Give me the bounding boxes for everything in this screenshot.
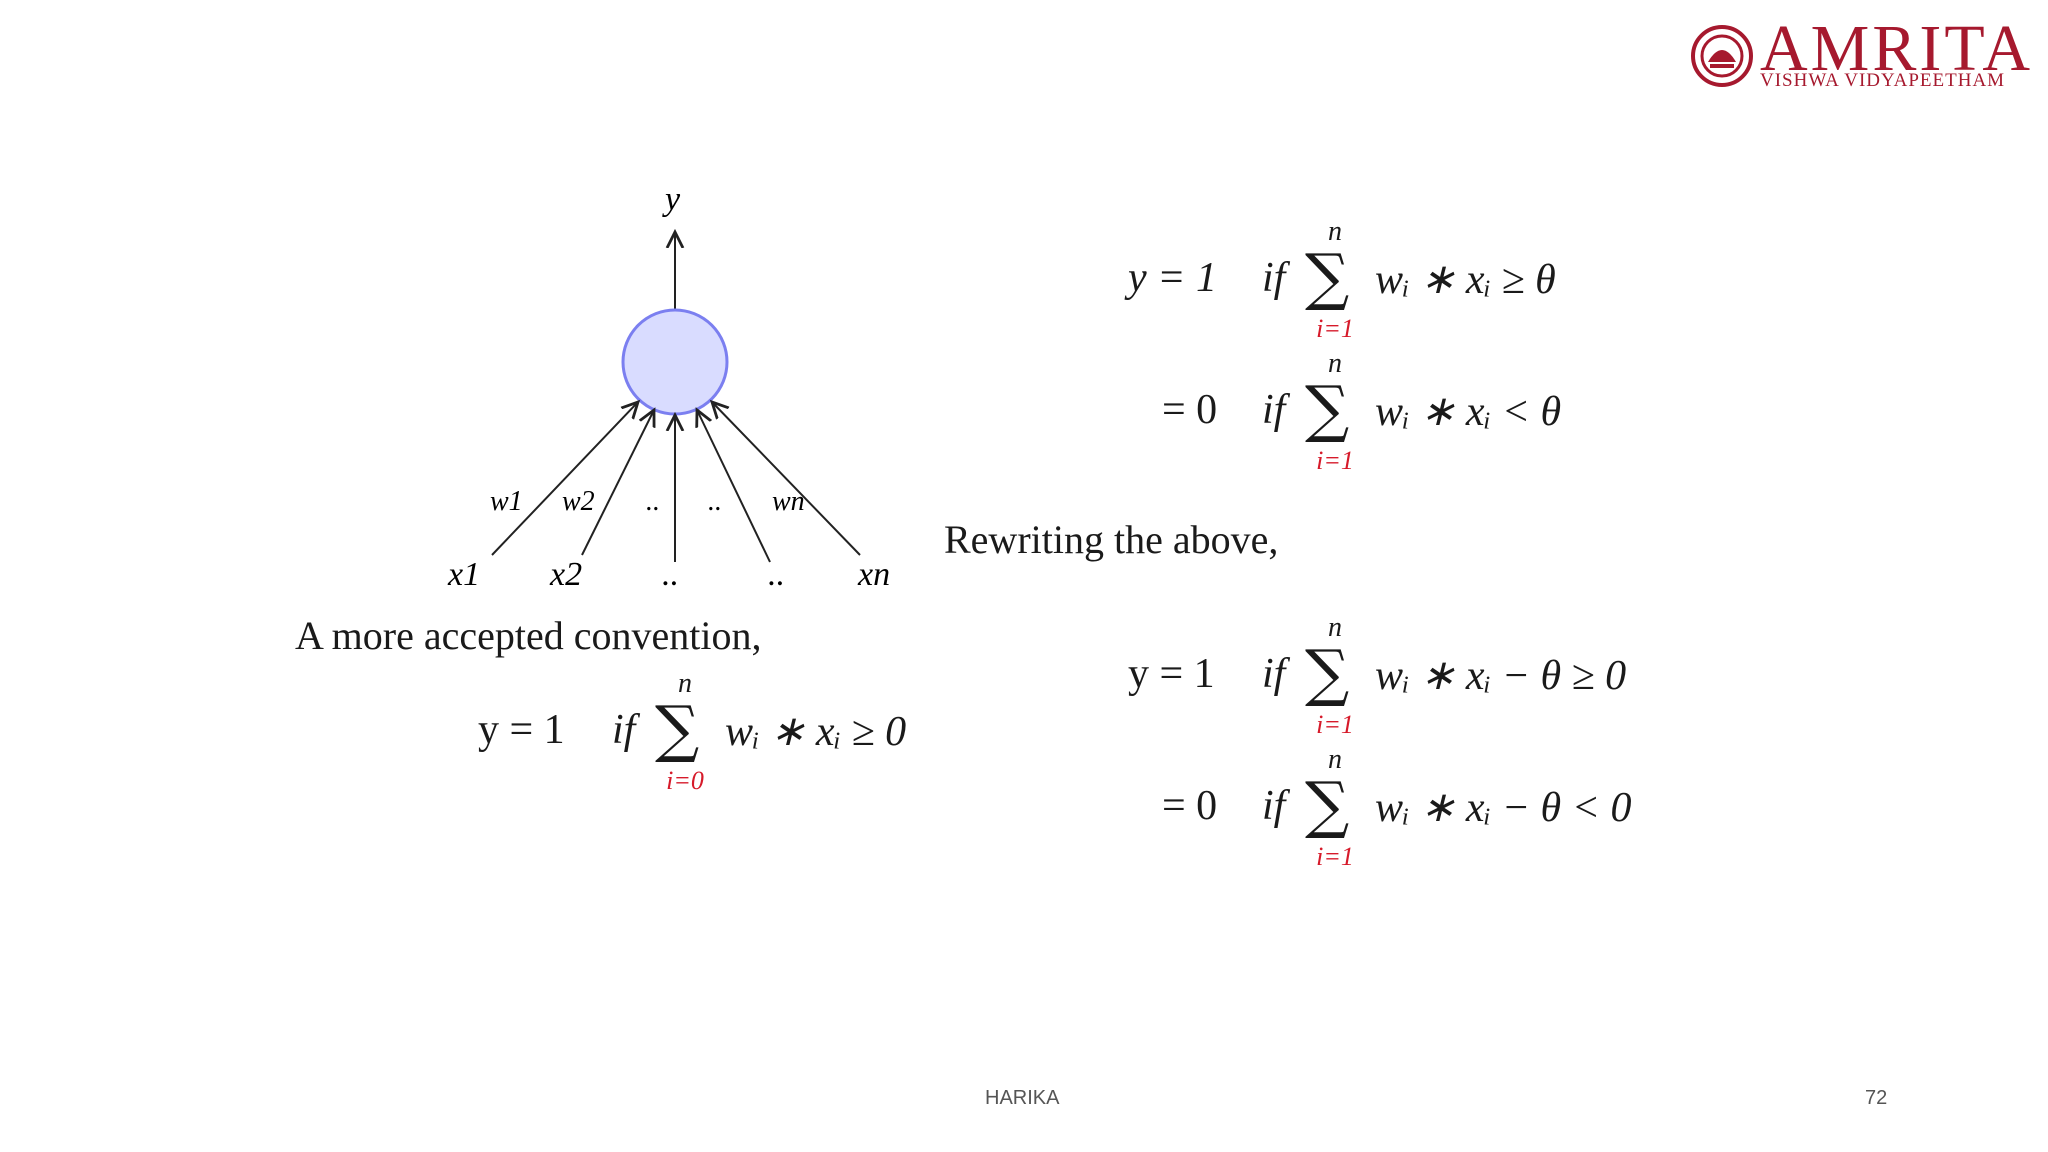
sum-upper: n: [1328, 348, 1342, 379]
equation-top-2: = 0: [1162, 386, 1217, 434]
sum-lower: i=1: [1316, 710, 1354, 739]
equation-bottom-1: y = 1: [1128, 650, 1215, 698]
eq-bottom-2-rhs: wᵢ ∗ xᵢ − θ < 0: [1375, 785, 1632, 831]
eq-top-1-rhs: wᵢ ∗ xᵢ ≥ θ: [1375, 257, 1556, 303]
weight-label-4: ..: [708, 486, 722, 517]
input-edge-5: [712, 402, 861, 556]
amrita-logo: AMRITA VISHWA VIDYAPEETHAM: [1690, 16, 2035, 94]
logo-subtitle: VISHWA VIDYAPEETHAM: [1760, 70, 2006, 91]
sum-lower: i=0: [666, 766, 704, 795]
eq-lhs: y = 1: [478, 707, 565, 753]
sigma-symbol: ∑: [1305, 636, 1350, 709]
sigma-symbol: ∑: [1305, 372, 1350, 445]
summation-top-2: n ∑ i=1: [1305, 348, 1354, 475]
eq-lhs: y = 1: [1128, 255, 1217, 301]
output-label: y: [662, 181, 681, 218]
weight-label-1: w1: [490, 486, 523, 517]
logo-wordmark: AMRITA: [1760, 12, 2034, 85]
input-label-2: x2: [549, 556, 582, 593]
eq-top-2-cond: if: [1262, 387, 1286, 433]
equation-bottom-2: = 0: [1162, 782, 1217, 830]
sigma-symbol: ∑: [1305, 768, 1350, 841]
eq-lhs: = 0: [1162, 783, 1218, 829]
input-edge-2: [581, 410, 654, 556]
sum-upper: n: [678, 668, 692, 699]
university-emblem-icon: [1691, 25, 1753, 87]
summation-top-1: n ∑ i=1: [1305, 216, 1354, 343]
eq-bottom-2-cond: if: [1262, 783, 1286, 829]
input-label-1: x1: [447, 556, 480, 593]
footer-author: HARIKA: [985, 1087, 1060, 1109]
sum-lower: i=1: [1316, 842, 1354, 871]
convention-caption: A more accepted convention,: [295, 613, 762, 658]
weight-label-2: w2: [562, 486, 595, 517]
eq-convention-cond: if: [612, 707, 636, 753]
sum-upper: n: [1328, 612, 1342, 643]
eq-top-2-rhs: wᵢ ∗ xᵢ < θ: [1375, 389, 1562, 435]
summation-bottom-1: n ∑ i=1: [1305, 612, 1354, 739]
sum-lower: i=1: [1316, 446, 1354, 475]
eq-bottom-1-cond: if: [1262, 651, 1286, 697]
neuron-node: [621, 308, 729, 416]
page-number: 72: [1865, 1087, 1888, 1109]
eq-convention-rhs: wᵢ ∗ xᵢ ≥ 0: [725, 709, 907, 755]
eq-lhs: y = 1: [1128, 651, 1215, 697]
input-edge-4: [697, 410, 771, 563]
summation-convention: n ∑ i=0: [655, 668, 704, 795]
sum-upper: n: [1328, 744, 1342, 775]
input-edge-1: [491, 402, 638, 556]
input-label-3: ..: [662, 556, 679, 593]
equation-top-1: y = 1: [1128, 254, 1217, 302]
sum-lower: i=1: [1316, 314, 1354, 343]
weight-label-n: wn: [772, 486, 805, 517]
sum-upper: n: [1328, 216, 1342, 247]
eq-lhs: = 0: [1162, 387, 1218, 433]
sigma-symbol: ∑: [655, 692, 700, 765]
sigma-symbol: ∑: [1305, 240, 1350, 313]
equation-convention: y = 1: [478, 706, 565, 754]
summation-bottom-2: n ∑ i=1: [1305, 744, 1354, 871]
eq-bottom-1-rhs: wᵢ ∗ xᵢ − θ ≥ 0: [1375, 653, 1627, 699]
perceptron-diagram: y w1 w2 .. .. wn x1 x2 .. .. xn: [447, 181, 890, 593]
input-label-4: ..: [768, 556, 785, 593]
eq-top-1-cond: if: [1262, 255, 1286, 301]
input-label-n: xn: [857, 556, 890, 593]
rewrite-caption: Rewriting the above,: [944, 517, 1279, 562]
weight-label-3: ..: [646, 486, 660, 517]
